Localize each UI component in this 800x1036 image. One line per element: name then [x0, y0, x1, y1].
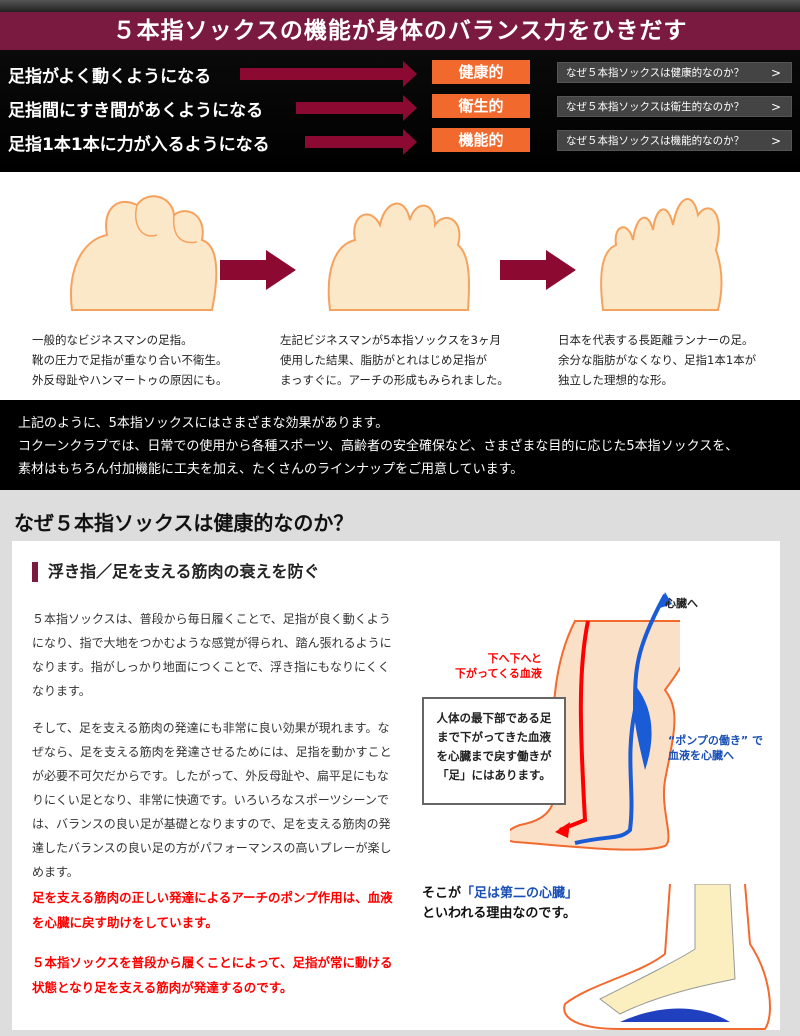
second-heart-caption: そこが「足は第二の心臓」といわれる理由なのです。	[422, 886, 579, 921]
benefit-row: 足指間にすき間があくようになる 衛生的 なぜ５本指ソックスは衛生的なのか？ >	[0, 94, 800, 124]
benefit-label: 足指1本1本に力が入るようになる	[8, 135, 270, 155]
highlight-text: 足を支える筋肉の正しい発達によるアーチのポンプ作用は、血液を心臓に戻す助けをして…	[32, 890, 393, 930]
pump-note: “ポンプの働き” で血液を心臓へ	[668, 734, 763, 762]
why-hygienic-button[interactable]: なぜ５本指ソックスは衛生的なのか？ >	[557, 96, 792, 117]
benefit-tag: 機能的	[432, 128, 530, 152]
foot-illustration-runner	[600, 198, 723, 311]
benefit-label: 足指間にすき間があくようになる	[8, 101, 264, 121]
highlight-text: ５本指ソックスを普段から履くことによって、足指が常に動ける状態となり足を支える筋…	[32, 955, 393, 995]
banner-title: ５本指ソックスの機能が身体のバランス力をひきだす	[0, 12, 800, 50]
benefit-tag: 健康的	[432, 60, 530, 84]
benefit-label: 足指がよく動くようになる	[8, 67, 212, 87]
why-functional-button[interactable]: なぜ５本指ソックスは機能的なのか？ >	[557, 130, 792, 151]
caption-runner: 日本を代表する長距離ランナーの足。余分な脂肪がなくなり、足指1本1本が独立した理…	[558, 333, 757, 387]
foot-skeleton-illustration	[563, 884, 771, 1030]
chevron-right-icon: >	[770, 100, 781, 114]
info-box: 人体の最下部である足まで下がってきた血液を心臓まで戻す働きが「足」にはあります。	[422, 697, 566, 805]
arrow-icon	[305, 129, 417, 155]
button-label: なぜ５本指ソックスは健康的なのか？	[566, 67, 745, 79]
foot-illustration-improved	[327, 202, 470, 311]
arrow-right-icon	[500, 250, 576, 290]
paragraph: そして、足を支える筋肉の発達にも非常に良い効果が現れます。なぜなら、足を支える筋…	[32, 721, 392, 879]
paragraph: ５本指ソックスは、普段から毎日履くことで、足指が良く動くようになり、指で大地をつ…	[32, 612, 392, 698]
summary: 上記のように、5本指ソックスにはさまざまな効果があります。コクーンクラブでは、日…	[0, 400, 800, 490]
arrow-right-icon	[220, 250, 296, 290]
chevron-right-icon: >	[770, 134, 781, 148]
button-label: なぜ５本指ソックスは衛生的なのか？	[566, 101, 745, 113]
section-title: なぜ５本指ソックスは健康的なのか？	[14, 511, 354, 535]
benefit-row: 足指1本1本に力が入るようになる 機能的 なぜ５本指ソックスは機能的なのか？ >	[0, 128, 800, 158]
subsection-title: 浮き指／足を支える筋肉の衰えを防ぐ	[32, 562, 320, 582]
chevron-right-icon: >	[770, 66, 781, 80]
button-label: なぜ５本指ソックスは機能的なのか？	[566, 135, 745, 147]
caption-after: 左記ビジネスマンが5本指ソックスを3ヶ月使用した結果、脂肪がとれはじめ足指がまっ…	[280, 333, 509, 387]
foot-illustration-overlapping	[70, 195, 218, 311]
why-healthy-button[interactable]: なぜ５本指ソックスは健康的なのか？ >	[557, 62, 792, 83]
arrow-icon	[240, 61, 417, 87]
to-heart-label: 心臓へ	[665, 597, 698, 610]
benefit-row: 足指がよく動くようになる 健康的 なぜ５本指ソックスは健康的なのか？ >	[0, 60, 800, 90]
arrow-icon	[296, 95, 417, 121]
downward-blood-note: 下へ下へと下がってくる血液	[455, 652, 542, 680]
benefit-tag: 衛生的	[432, 94, 530, 118]
caption-typical: 一般的なビジネスマンの足指。靴の圧力で足指が重なり合い不衛生。外反母趾やハンマー…	[32, 333, 228, 387]
